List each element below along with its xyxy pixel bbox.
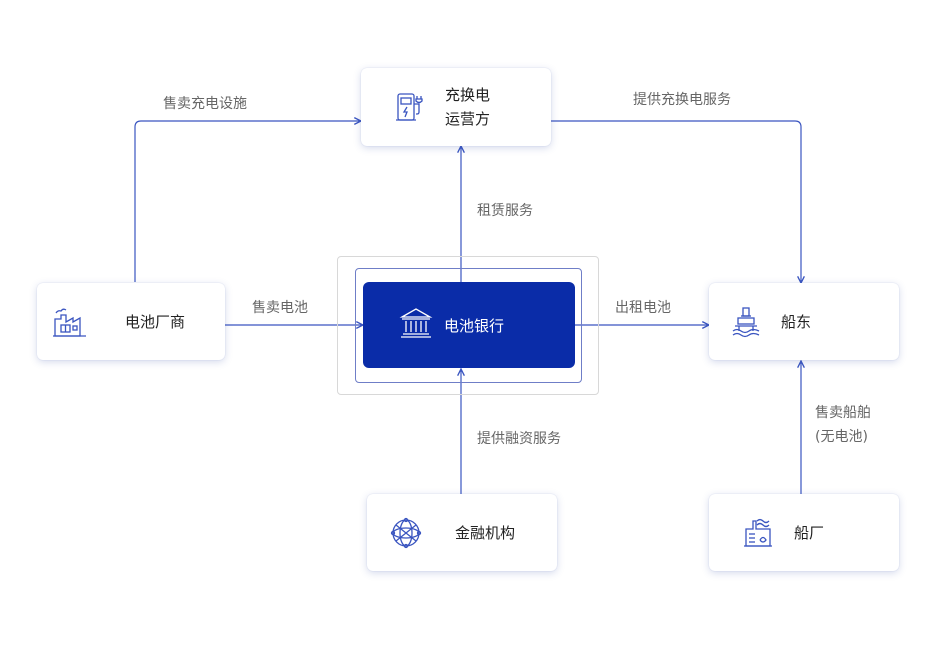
label-sell-facility: 售卖充电设施: [163, 96, 247, 112]
node-shipyard[interactable]: 船厂: [709, 494, 899, 571]
node-label: 船厂: [794, 523, 825, 542]
globe-network-icon: [387, 514, 425, 552]
label-finance-service: 提供融资服务: [477, 431, 561, 447]
node-battery-manufacturer[interactable]: 电池厂商: [37, 283, 225, 360]
bank-outer-ring: [337, 256, 599, 395]
node-label: 充换电 运营方: [445, 86, 491, 128]
node-label: 金融机构: [455, 523, 516, 542]
label-lease-service: 租赁服务: [477, 203, 533, 219]
edge-sell-facility: [134, 121, 361, 282]
node-battery-bank[interactable]: 电池银行: [363, 282, 575, 368]
bank-icon: [398, 306, 434, 344]
node-label: 电池厂商: [125, 312, 186, 331]
node-label: 船东: [781, 312, 812, 331]
node-charging-operator[interactable]: 充换电 运营方: [361, 68, 551, 146]
label-sell-battery: 售卖电池: [252, 300, 308, 316]
label-rent-battery: 出租电池: [615, 300, 671, 316]
edge-provide-charging: [551, 120, 801, 283]
label-sell-ship: 售卖船舶 (无电池): [815, 405, 871, 445]
shipyard-icon: [739, 514, 777, 552]
node-financial-institution[interactable]: 金融机构: [367, 494, 557, 571]
charging-station-icon: [390, 88, 428, 126]
oil-platform-icon: [727, 303, 765, 341]
node-shipowner[interactable]: 船东: [709, 283, 899, 360]
label-provide-charging: 提供充换电服务: [633, 92, 731, 108]
factory-icon: [51, 303, 89, 341]
node-label: 电池银行: [444, 316, 505, 335]
bank-inner-ring: [355, 268, 582, 383]
